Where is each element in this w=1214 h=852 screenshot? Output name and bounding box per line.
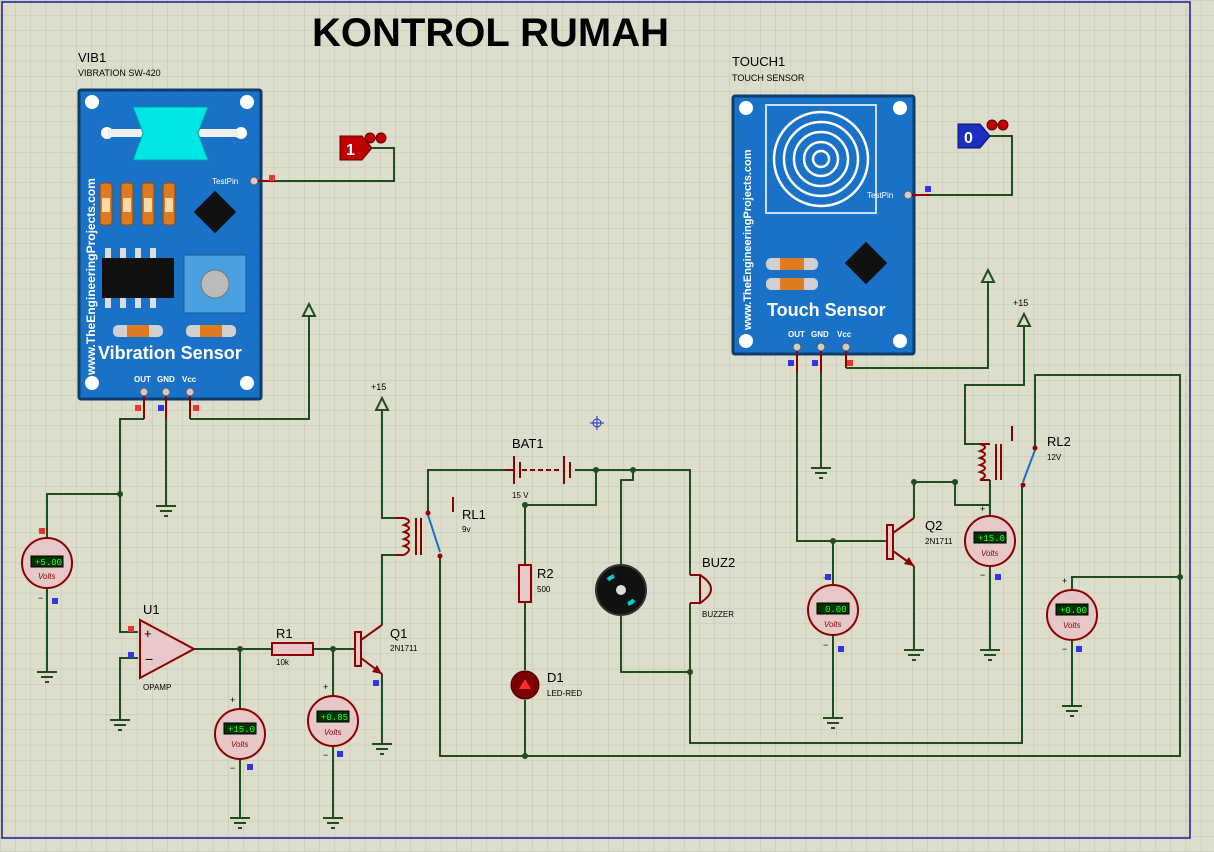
q1-type-label: 2N1711 — [390, 644, 418, 653]
comparator-ic — [102, 258, 174, 298]
voltmeter-4-unit: Volts — [824, 620, 842, 629]
battery-bat1[interactable]: BAT1 15 V — [505, 436, 571, 500]
svg-text:−: − — [323, 750, 328, 760]
svg-text:−: − — [145, 651, 153, 667]
power-terminals — [301, 267, 1032, 411]
r1-ref-label: R1 — [276, 626, 293, 641]
voltmeter-1-value: +5.00 — [35, 558, 62, 568]
voltmeter-2[interactable]: +15.0 Volts + − — [214, 695, 266, 773]
voltmeter-2-unit: Volts — [231, 740, 249, 749]
touch-vcc-label: Vcc — [837, 330, 852, 339]
svg-text:−: − — [980, 570, 985, 580]
resistor-r1[interactable]: R1 10k — [271, 626, 314, 667]
bat1-ref-label: BAT1 — [512, 436, 544, 451]
svg-text:−: − — [230, 763, 235, 773]
vib-ref-label: VIB1 — [78, 50, 106, 65]
touch-ref-label: TOUCH1 — [732, 54, 785, 69]
rl1-ref-label: RL1 — [462, 507, 486, 522]
touch-type-label: TOUCH SENSOR — [732, 73, 805, 83]
vibration-element-icon — [132, 106, 209, 161]
r1-value-label: 10k — [276, 658, 290, 667]
svg-text:+: + — [323, 682, 328, 692]
vib-logic-probe[interactable]: 1 — [339, 132, 387, 161]
vib-name-label: Vibration Sensor — [98, 343, 242, 363]
voltmeter-3[interactable]: +0.85 Volts + − — [307, 682, 359, 760]
opamp-u1[interactable]: + − U1 OPAMP — [139, 602, 197, 692]
motor-icon[interactable] — [595, 564, 647, 616]
touch-gnd-label: GND — [811, 330, 829, 339]
resistor-r2[interactable]: R2 500 — [518, 564, 554, 603]
power-label-2: +15 — [1013, 298, 1028, 308]
u1-type-label: OPAMP — [143, 683, 171, 692]
buz2-type-label: BUZZER — [702, 610, 734, 619]
d1-ref-label: D1 — [547, 670, 564, 685]
voltmeter-5[interactable]: +15.0 Volts + − — [964, 504, 1016, 580]
transistor-q1[interactable]: Q1 2N1711 — [354, 624, 418, 675]
touch-website-label: www.TheEngineeringProjects.com — [742, 149, 754, 331]
q1-ref-label: Q1 — [390, 626, 407, 641]
relay-rl1[interactable]: RL1 9v — [396, 497, 486, 559]
vibration-sensor-module[interactable]: VIB1 VIBRATION SW-420 — [77, 50, 263, 401]
vib-type-label: VIBRATION SW-420 — [78, 68, 161, 78]
led-d1[interactable]: D1 LED-RED — [510, 670, 582, 700]
vib-vcc-label: Vcc — [182, 375, 197, 384]
transistor-q2[interactable]: Q2 2N1711 — [886, 517, 953, 567]
relay-rl2[interactable]: RL2 12V — [976, 426, 1071, 488]
junction-dots — [117, 467, 1183, 759]
voltmeter-6-unit: Volts — [1063, 621, 1081, 630]
vib-website-label: www.TheEngineeringProjects.com — [84, 178, 98, 376]
sheet-border — [1, 1, 1191, 839]
voltmeter-5-unit: Volts — [981, 549, 999, 558]
voltmeter-3-unit: Volts — [324, 728, 342, 737]
vib-gnd-label: GND — [157, 375, 175, 384]
voltmeter-6-value: +0.00 — [1060, 606, 1087, 616]
voltmeter-4-value: 0.00 — [825, 605, 847, 615]
r2-value-label: 500 — [537, 585, 551, 594]
q2-type-label: 2N1711 — [925, 537, 953, 546]
page-title: KONTROL RUMAH — [312, 11, 669, 55]
touch-logic-probe[interactable]: 0 — [957, 119, 1009, 149]
vib-out-label: OUT — [134, 375, 151, 384]
touch-logic-state: 0 — [964, 130, 973, 147]
power-label-1: +15 — [371, 382, 386, 392]
svg-text:−: − — [1062, 644, 1067, 654]
crosshair-cursor-icon — [590, 416, 604, 430]
vib-logic-state: 1 — [346, 142, 355, 159]
vib-testpin-label: TestPin — [212, 177, 238, 186]
touch-name-label: Touch Sensor — [767, 300, 886, 320]
touch-rings-icon — [772, 110, 870, 208]
rl2-ref-label: RL2 — [1047, 434, 1071, 449]
svg-text:−: − — [38, 593, 43, 603]
svg-text:+: + — [230, 695, 235, 705]
rl2-value-label: 12V — [1047, 453, 1062, 462]
r2-ref-label: R2 — [537, 566, 554, 581]
svg-text:−: − — [823, 640, 828, 650]
voltmeter-3-value: +0.85 — [321, 713, 348, 723]
voltmeter-2-value: +15.0 — [228, 725, 255, 735]
touch-sensor-module[interactable]: TOUCH1 TOUCH SENSOR www.TheEngineeringPr… — [731, 54, 916, 356]
touch-out-label: OUT — [788, 330, 805, 339]
ground-symbols — [37, 467, 1082, 829]
svg-text:+: + — [1062, 576, 1067, 586]
u1-ref-label: U1 — [143, 602, 160, 617]
d1-type-label: LED-RED — [547, 689, 582, 698]
buzzer-buz2[interactable]: BUZ2 BUZZER — [690, 555, 735, 619]
voltmeter-6[interactable]: +0.00 Volts + − — [1046, 576, 1098, 654]
svg-text:+: + — [144, 626, 152, 641]
voltmeter-5-value: +15.0 — [978, 534, 1005, 544]
svg-text:+: + — [980, 504, 985, 514]
bat1-value-label: 15 V — [512, 491, 529, 500]
buz2-ref-label: BUZ2 — [702, 555, 735, 570]
q2-ref-label: Q2 — [925, 518, 942, 533]
voltmeter-1-unit: Volts — [38, 572, 56, 581]
touch-testpin-label: TestPin — [867, 191, 893, 200]
wires — [46, 135, 1181, 818]
pin-state-markers — [39, 175, 1082, 770]
rl1-value-label: 9v — [462, 525, 470, 534]
